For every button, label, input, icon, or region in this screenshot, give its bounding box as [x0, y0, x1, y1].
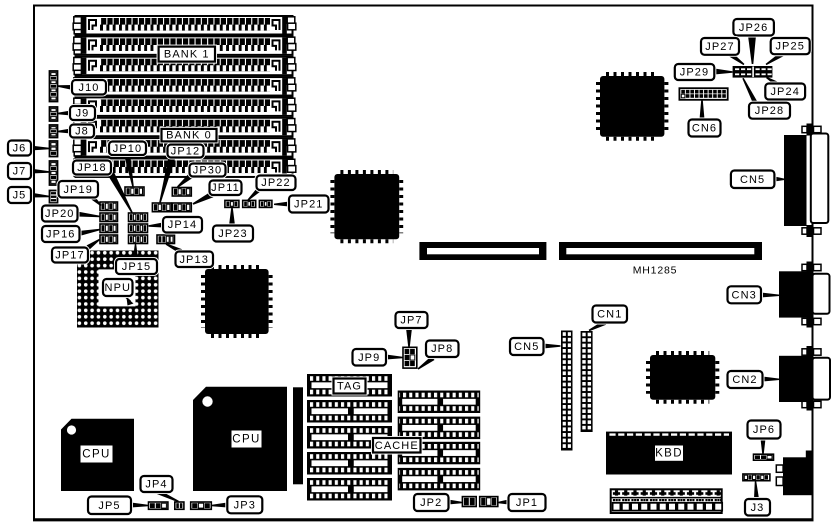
svg-text:JP23: JP23: [218, 228, 247, 240]
svg-text:JP14: JP14: [168, 219, 197, 231]
svg-text:JP27: JP27: [705, 41, 734, 53]
svg-text:JP10: JP10: [113, 143, 142, 155]
svg-text:JP29: JP29: [680, 67, 709, 79]
svg-text:JP18: JP18: [77, 162, 106, 174]
svg-text:J5: J5: [13, 190, 27, 202]
svg-text:CN5: CN5: [740, 174, 765, 186]
svg-text:JP5: JP5: [98, 500, 120, 512]
svg-text:JP7: JP7: [400, 315, 422, 327]
svg-text:CN6: CN6: [692, 123, 717, 135]
svg-text:J7: J7: [13, 166, 27, 178]
svg-text:J8: J8: [75, 126, 89, 138]
svg-text:JP15: JP15: [122, 261, 151, 273]
svg-text:CPU: CPU: [82, 449, 110, 461]
svg-text:JP4: JP4: [145, 479, 167, 491]
svg-text:TAG: TAG: [337, 381, 362, 393]
svg-text:CN5: CN5: [514, 341, 539, 353]
svg-text:JP30: JP30: [193, 165, 222, 177]
svg-text:MH1285: MH1285: [633, 265, 678, 277]
svg-text:CACHE: CACHE: [375, 440, 419, 452]
svg-text:JP11: JP11: [211, 182, 240, 194]
svg-text:CN3: CN3: [732, 289, 757, 301]
svg-text:J9: J9: [76, 108, 90, 120]
svg-text:NPU: NPU: [105, 282, 132, 294]
svg-text:BANK 1: BANK 1: [164, 49, 210, 61]
svg-text:CN1: CN1: [597, 309, 622, 321]
svg-text:JP26: JP26: [739, 22, 768, 34]
svg-text:JP9: JP9: [358, 352, 380, 364]
svg-text:JP21: JP21: [294, 199, 323, 211]
svg-text:JP3: JP3: [234, 499, 256, 511]
svg-text:JP13: JP13: [179, 254, 208, 266]
svg-text:JP20: JP20: [45, 208, 74, 220]
svg-text:JP19: JP19: [63, 184, 92, 196]
svg-text:J3: J3: [751, 502, 765, 514]
svg-text:J6: J6: [13, 143, 27, 155]
svg-text:JP22: JP22: [261, 177, 290, 189]
svg-text:JP24: JP24: [770, 86, 799, 98]
svg-text:BANK 0: BANK 0: [166, 130, 212, 142]
svg-text:KBD: KBD: [655, 448, 683, 460]
svg-text:JP28: JP28: [755, 105, 784, 117]
svg-text:JP12: JP12: [171, 146, 200, 158]
svg-text:JP8: JP8: [431, 343, 453, 355]
svg-text:J10: J10: [78, 82, 99, 94]
svg-text:JP1: JP1: [516, 497, 538, 509]
svg-text:JP17: JP17: [55, 250, 84, 262]
svg-text:CPU: CPU: [232, 434, 260, 446]
svg-text:JP2: JP2: [420, 497, 442, 509]
svg-text:CN2: CN2: [732, 374, 757, 386]
svg-text:JP16: JP16: [46, 229, 75, 241]
svg-text:JP6: JP6: [753, 424, 775, 436]
svg-text:JP25: JP25: [775, 41, 804, 53]
